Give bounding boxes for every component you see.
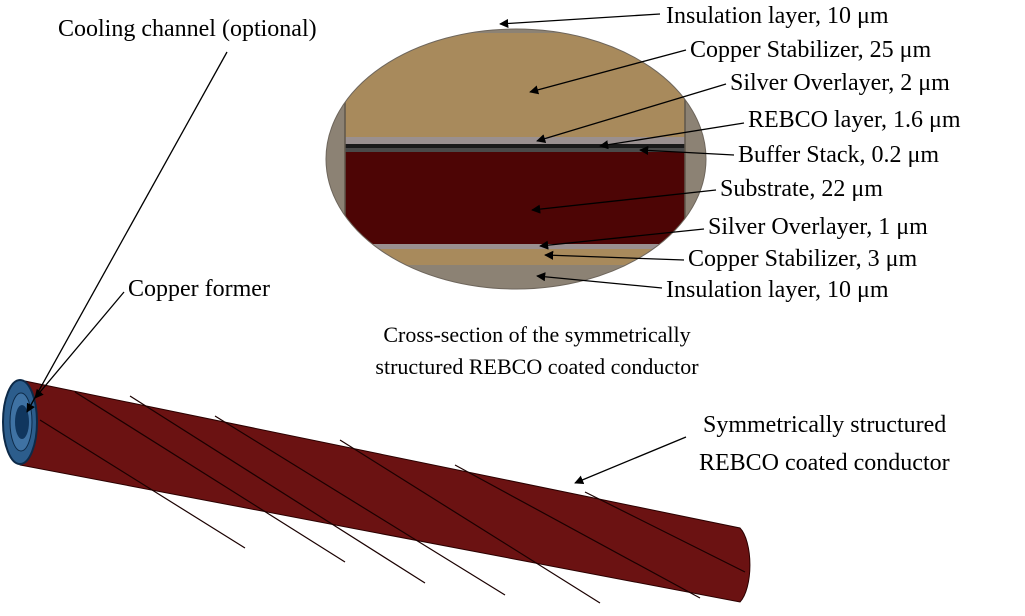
label-rebco: REBCO layer, 1.6 μm <box>748 107 961 133</box>
silver-overlayer-bottom <box>345 244 685 249</box>
cable-body <box>19 379 751 603</box>
arrow-rebco <box>599 122 745 150</box>
cross-section <box>326 29 706 289</box>
cross-section-outline <box>325 28 707 290</box>
arrow-substrate <box>531 189 717 214</box>
label-insulation-bottom: Insulation layer, 10 μm <box>666 277 889 303</box>
label-silver-bottom: Silver Overlayer, 1 μm <box>708 214 928 240</box>
arrow-copper-stabilizer-top <box>529 49 687 95</box>
insulation-layer-top <box>345 29 685 33</box>
label-conductor-line-1: Symmetrically structured <box>703 412 946 438</box>
arrow-copper-stabilizer-bottom <box>544 250 685 261</box>
arrow-silver-top <box>536 83 727 143</box>
label-cooling-channel: Cooling channel (optional) <box>58 16 317 42</box>
arrow-copper-former <box>34 291 125 399</box>
tape-winding-lines <box>39 391 746 604</box>
cable <box>2 379 751 604</box>
copper-stabilizer-top <box>345 33 685 137</box>
layer-labels: Insulation layer, 10 μm Copper Stabilize… <box>666 3 961 303</box>
arrow-silver-bottom <box>539 228 705 250</box>
cooling-channel-hole <box>15 405 29 439</box>
arrow-buffer <box>639 145 735 156</box>
silver-overlayer-top <box>345 137 685 144</box>
label-copper-stabilizer-bottom: Copper Stabilizer, 3 μm <box>688 246 918 272</box>
substrate-layer <box>345 152 685 244</box>
buffer-stack <box>345 148 685 152</box>
copper-stabilizer-bottom <box>345 249 685 265</box>
label-conductor-line-2: REBCO coated conductor <box>699 450 950 476</box>
label-substrate: Substrate, 22 μm <box>720 176 883 202</box>
arrow-conductor <box>574 436 687 485</box>
insulation-layer-bottom <box>345 265 685 289</box>
label-copper-stabilizer-top: Copper Stabilizer, 25 μm <box>690 37 932 63</box>
label-silver-top: Silver Overlayer, 2 μm <box>730 70 950 96</box>
caption-line-2: structured REBCO coated conductor <box>375 354 699 379</box>
arrow-insulation-bottom <box>536 272 663 289</box>
leader-arrows <box>499 13 745 289</box>
label-insulation-top: Insulation layer, 10 μm <box>666 3 889 29</box>
rebco-layer <box>345 144 685 148</box>
arrow-cooling-channel <box>26 51 228 413</box>
label-copper-former: Copper former <box>128 276 270 302</box>
arrow-insulation-top <box>499 13 661 29</box>
label-buffer: Buffer Stack, 0.2 μm <box>738 142 939 168</box>
caption-line-1: Cross-section of the symmetrically <box>383 322 690 347</box>
